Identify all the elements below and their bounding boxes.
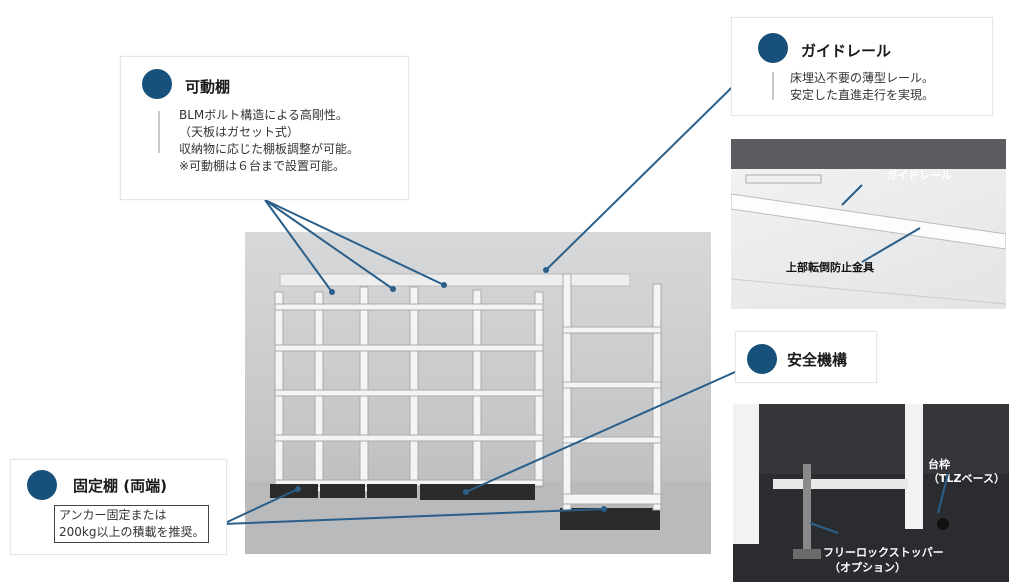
bracket-label: 上部転倒防止金具 [786, 261, 874, 274]
movable-shelf-line-3: 収納物に応じた棚板調整が可能。 [179, 142, 360, 156]
fixed-shelf-title: 固定棚 (両端) [73, 477, 167, 495]
movable-shelf-line-2: （天板はガセット式） [179, 125, 300, 139]
movable-shelf-title: 可動棚 [185, 78, 231, 96]
fixed-shelf-marker [27, 470, 57, 500]
fixed-shelf-line-2: 200kg以上の積載を推奨。 [59, 525, 205, 539]
guide-rail-title: ガイドレール [801, 42, 892, 60]
guide-rail-marker [758, 33, 788, 63]
rail-label: ガイドレール [886, 169, 952, 182]
fixed-shelf-desc: アンカー固定または 200kg以上の積載を推奨。 [54, 505, 210, 543]
rail-illustration [731, 139, 1006, 305]
movable-shelf-line-4: ※可動棚は６台まで設置可能。 [179, 159, 346, 173]
guide-rail-bar [772, 72, 774, 100]
movable-shelf-line-1: BLMボルト構造による高剛性。 [179, 108, 348, 122]
safety-marker [747, 344, 777, 374]
rail-detail-photo: ガイドレール 上部転倒防止金具 [731, 139, 1006, 309]
movable-shelf-marker [142, 69, 172, 99]
main-product-photo [245, 232, 711, 554]
safety-detail-photo: 台枠 （TLZベース） フリーロックストッパー （オプション） [733, 404, 1009, 582]
base-label-2: （TLZベース） [928, 472, 1005, 485]
guide-rail-line-2: 安定した直進走行を実現。 [790, 88, 935, 102]
safety-title: 安全機構 [787, 351, 848, 369]
guide-rail-desc: 床埋込不要の薄型レール。 安定した直進走行を実現。 [790, 70, 934, 104]
stopper-label-2: （オプション） [829, 561, 906, 574]
guide-rail-line-1: 床埋込不要の薄型レール。 [790, 71, 935, 85]
base-label-1: 台枠 [928, 458, 950, 471]
movable-shelf-desc: BLMボルト構造による高剛性。 （天板はガセット式） 収納物に応じた棚板調整が可… [179, 107, 359, 175]
fixed-shelf-line-1: アンカー固定または [59, 508, 167, 522]
movable-shelf-bar [158, 111, 160, 153]
stopper-label-1: フリーロックストッパー [823, 546, 944, 559]
shelving-illustration [245, 273, 711, 554]
